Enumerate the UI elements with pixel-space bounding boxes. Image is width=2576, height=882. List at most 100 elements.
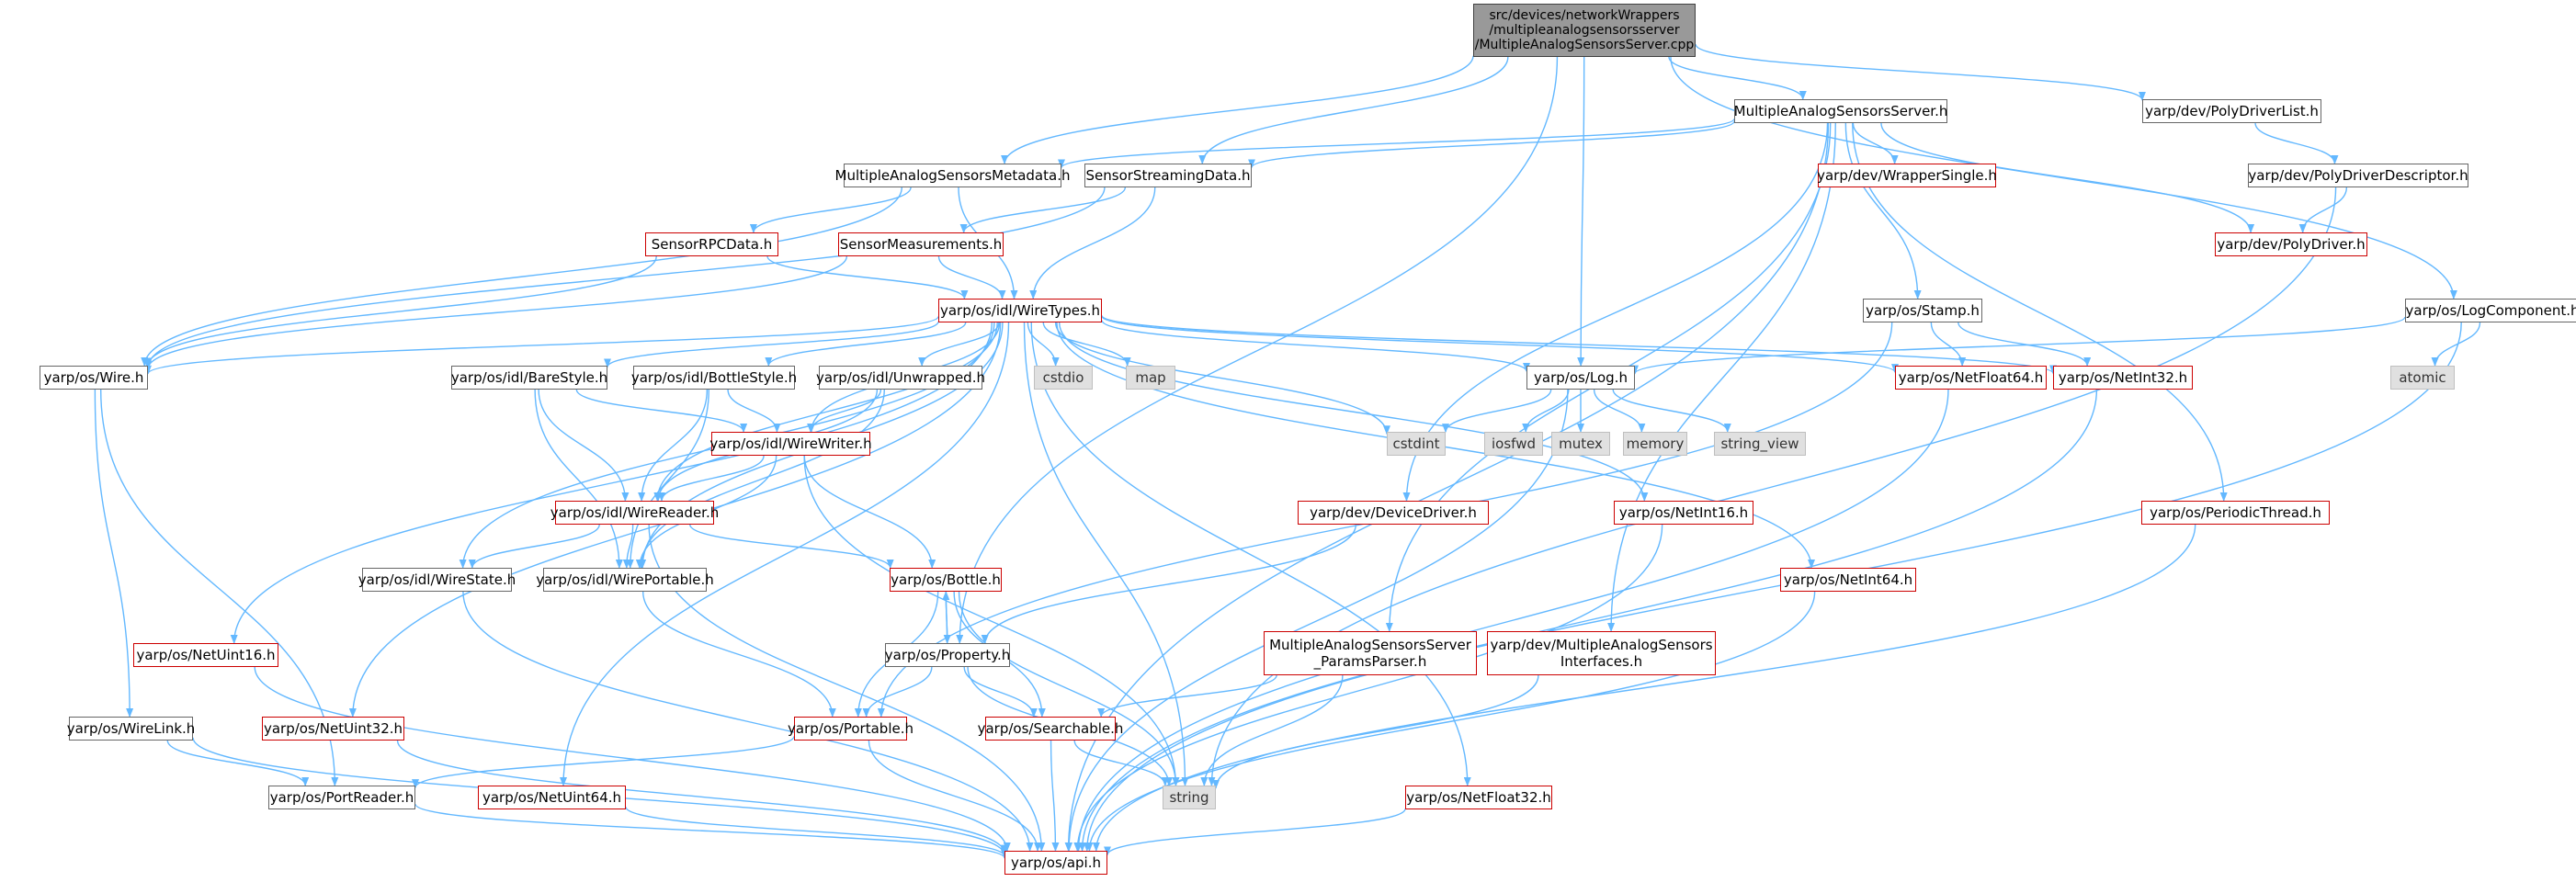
node-devicedriver[interactable]: yarp/dev/DeviceDriver.h <box>1298 501 1489 525</box>
edge-netfloat64-to-api <box>1074 389 1949 852</box>
edge-log-to-api <box>1065 389 1569 852</box>
node-property[interactable]: yarp/os/Property.h <box>885 643 1010 667</box>
node-streaming[interactable]: SensorStreamingData.h <box>1084 164 1252 187</box>
edge-netuint16-to-api <box>254 666 1011 852</box>
edge-wire-to-wirelink <box>94 389 134 718</box>
node-netuint32[interactable]: yarp/os/NetUint32.h <box>262 717 404 741</box>
edge-wiretypes-to-netuint64 <box>560 322 1010 786</box>
edge-stamp-to-netint32 <box>1958 322 2092 367</box>
edge-wiretypes-to-netfloat64 <box>1101 315 1899 374</box>
edge-searchable-to-api <box>1050 740 1060 852</box>
edge-periodicthread-to-api <box>1092 524 2196 852</box>
edge-bottlestyle-to-wirereader <box>638 389 709 502</box>
node-map: map <box>1126 366 1175 390</box>
node-netuint64[interactable]: yarp/os/NetUint64.h <box>478 786 626 809</box>
edge-bottlestyle-to-wireportable <box>626 389 709 569</box>
node-cstdint: cstdint <box>1387 432 1446 456</box>
edge-property-to-portable <box>862 666 933 718</box>
node-root: src/devices/networkWrappers /multipleana… <box>1473 4 1696 57</box>
node-barestyle[interactable]: yarp/os/idl/BareStyle.h <box>451 366 607 390</box>
edge-bottle-to-string <box>958 591 1180 786</box>
node-netfloat64[interactable]: yarp/os/NetFloat64.h <box>1895 366 2047 390</box>
node-paramsparser[interactable]: MultipleAnalogSensorsServer _ParamsParse… <box>1264 631 1477 675</box>
edge-devicedriver-to-property <box>981 524 1357 644</box>
edge-paramsparser-to-string <box>1200 674 1344 786</box>
edge-bottlestyle-to-wirewriter <box>727 389 781 433</box>
edge-logcomponent-to-api <box>1083 322 2462 852</box>
edge-barestyle-to-wirewriter <box>575 389 748 433</box>
edge-polydriverlist-to-polydriverdesc <box>2254 122 2339 164</box>
node-wiretypes[interactable]: yarp/os/idl/WireTypes.h <box>938 299 1102 322</box>
edge-netuint32-to-api <box>396 740 1008 854</box>
node-bottle[interactable]: yarp/os/Bottle.h <box>890 568 1002 592</box>
edge-wiretypes-to-netfloat32 <box>1030 322 1471 786</box>
node-wireportable[interactable]: yarp/os/idl/WirePortable.h <box>536 568 714 592</box>
node-portable[interactable]: yarp/os/Portable.h <box>788 717 914 741</box>
node-wirestate[interactable]: yarp/os/idl/WireState.h <box>358 568 516 592</box>
node-searchable[interactable]: yarp/os/Searchable.h <box>978 717 1123 741</box>
edge-mass-h-to-metadata <box>1058 118 1735 169</box>
edge-netfloat32-to-api <box>1104 808 1406 856</box>
node-mass-h[interactable]: MultipleAnalogSensorsServer.h <box>1734 99 1947 123</box>
edge-root-to-metadata <box>1001 55 1474 164</box>
node-wirelink[interactable]: yarp/os/WireLink.h <box>67 717 195 741</box>
edge-paramsparser-to-searchable <box>1097 674 1277 718</box>
node-logcomponent[interactable]: yarp/os/LogComponent.h <box>2405 299 2576 322</box>
node-measurements[interactable]: SensorMeasurements.h <box>838 232 1004 256</box>
edge-barestyle-to-wireportable <box>534 389 623 569</box>
node-wirereader[interactable]: yarp/os/idl/WireReader.h <box>550 501 719 525</box>
edge-interfaces-to-string <box>1212 674 1539 789</box>
edge-streaming-to-wiretypes <box>1029 187 1156 300</box>
node-sensorrpc[interactable]: SensorRPCData.h <box>645 232 778 256</box>
edge-metadata-to-wire <box>141 187 902 367</box>
edge-wirereader-to-wireportable <box>622 524 634 569</box>
edge-unwrapped-to-wirewriter <box>807 389 882 433</box>
node-portreader[interactable]: yarp/os/PortReader.h <box>268 786 415 809</box>
dependency-edges <box>94 43 2481 859</box>
node-netint64[interactable]: yarp/os/NetInt64.h <box>1780 568 1916 592</box>
node-interfaces[interactable]: yarp/dev/MultipleAnalogSensors Interface… <box>1487 631 1716 675</box>
node-netfloat32[interactable]: yarp/os/NetFloat32.h <box>1405 786 1552 809</box>
edge-wiretypes-to-netint32 <box>1101 314 2057 375</box>
node-periodicthread[interactable]: yarp/os/PeriodicThread.h <box>2141 501 2330 525</box>
node-wrappersingle[interactable]: yarp/dev/WrapperSingle.h <box>1817 164 1997 187</box>
node-polydriver[interactable]: yarp/dev/PolyDriver.h <box>2215 232 2367 256</box>
node-netuint16[interactable]: yarp/os/NetUint16.h <box>133 643 278 667</box>
edge-wirewriter-to-bottle <box>803 455 936 569</box>
edge-logcomponent-to-log <box>1631 316 2406 375</box>
node-stamp[interactable]: yarp/os/Stamp.h <box>1863 299 1982 322</box>
edge-property-to-bottle <box>942 591 950 644</box>
node-memory: memory <box>1623 432 1687 456</box>
edge-netuint64-to-api <box>625 807 1008 857</box>
edge-wiretypes-to-barestyle <box>604 321 939 368</box>
edge-sensorrpc-to-wire <box>144 255 657 368</box>
edge-wiretypes-to-unwrapped <box>918 322 1000 367</box>
edge-netint16-to-api <box>1073 524 1663 852</box>
node-polydriverdesc[interactable]: yarp/dev/PolyDriverDescriptor.h <box>2248 164 2468 187</box>
node-netint32[interactable]: yarp/os/NetInt32.h <box>2053 366 2193 390</box>
edge-root-to-log <box>1577 56 1585 367</box>
node-wirewriter[interactable]: yarp/os/idl/WireWriter.h <box>709 432 872 456</box>
edge-sensorrpc-to-wiretypes <box>766 255 969 300</box>
node-wire[interactable]: yarp/os/Wire.h <box>40 366 148 390</box>
node-iosfwd: iosfwd <box>1484 432 1543 456</box>
node-metadata[interactable]: MultipleAnalogSensorsMetadata.h <box>835 164 1070 187</box>
node-api[interactable]: yarp/os/api.h <box>1004 851 1107 875</box>
edge-log-to-memory <box>1593 389 1646 433</box>
edge-mass-h-to-interfaces <box>1607 122 1836 632</box>
edge-netint64-to-api <box>1085 591 1816 852</box>
edge-wirelink-to-portreader <box>166 740 310 786</box>
node-mutex: mutex <box>1551 432 1610 456</box>
node-log[interactable]: yarp/os/Log.h <box>1526 366 1635 390</box>
node-bottlestyle[interactable]: yarp/os/idl/BottleStyle.h <box>631 366 797 390</box>
edge-wirereader-to-bottle <box>689 524 894 569</box>
edge-wirewriter-to-string <box>803 455 1180 786</box>
edge-measurements-to-wiretypes <box>937 255 1006 300</box>
node-polydriverlist[interactable]: yarp/dev/PolyDriverList.h <box>2142 99 2321 123</box>
edge-log-to-string-view <box>1612 389 1731 433</box>
node-unwrapped[interactable]: yarp/os/idl/Unwrapped.h <box>816 366 985 390</box>
edge-measurements-to-wire <box>144 255 848 370</box>
node-netint16[interactable]: yarp/os/NetInt16.h <box>1614 501 1753 525</box>
edge-wiretypes-to-cstdio <box>1027 322 1060 367</box>
